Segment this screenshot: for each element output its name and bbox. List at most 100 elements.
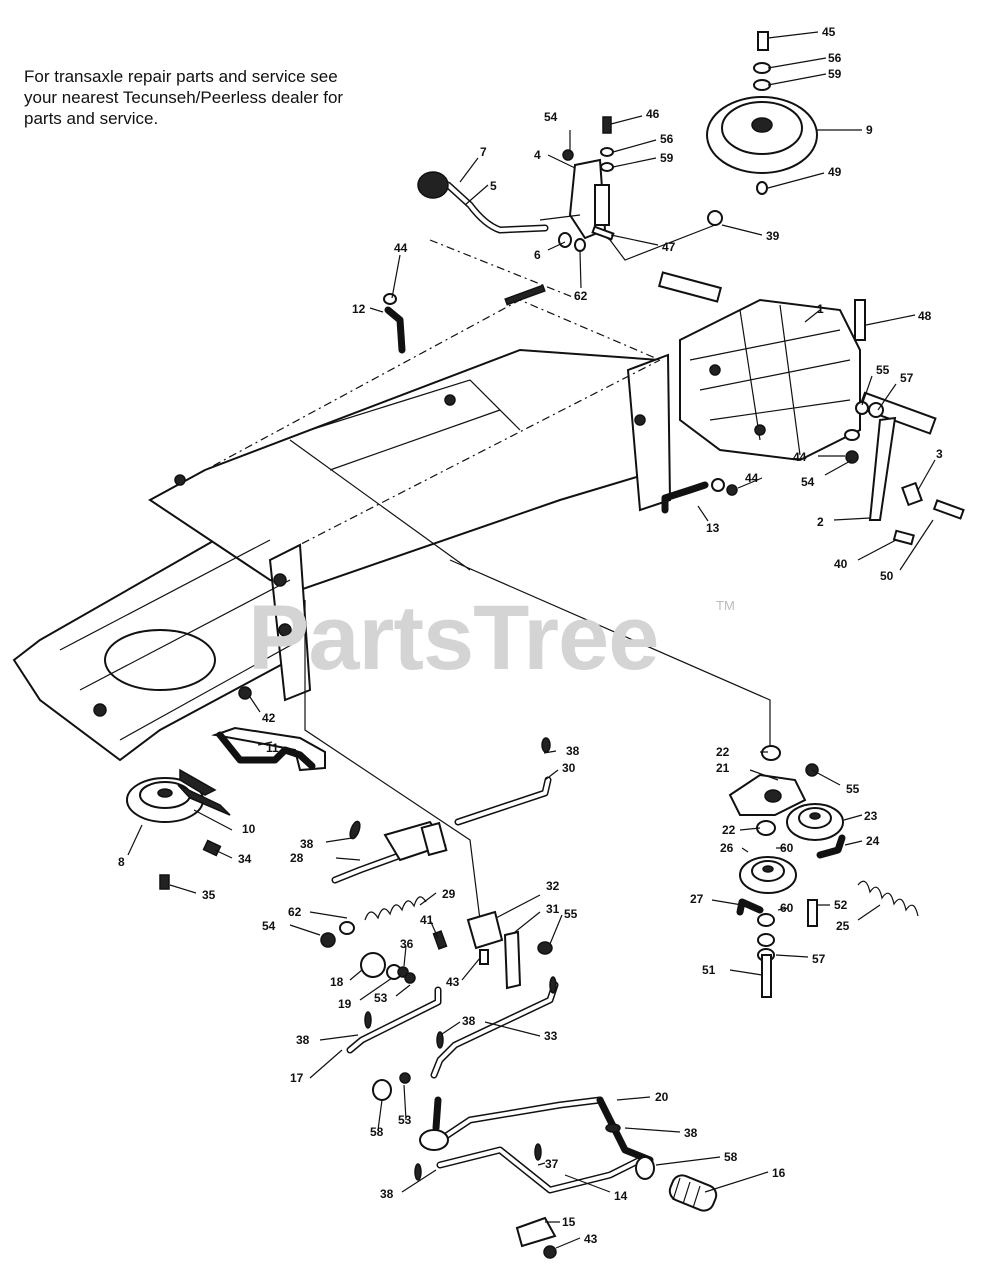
callout-40: 40 — [834, 557, 848, 571]
callout-2: 2 — [817, 515, 824, 529]
callout-6: 6 — [534, 248, 541, 262]
callout-46: 46 — [646, 107, 660, 121]
transaxle — [657, 271, 937, 462]
callout-27: 27 — [690, 892, 704, 906]
callout-44: 44 — [394, 241, 408, 255]
callout-24: 24 — [866, 834, 880, 848]
callout-54: 54 — [801, 475, 815, 489]
callout-56: 56 — [660, 132, 674, 146]
callout-60: 60 — [780, 901, 794, 915]
callout-38: 38 — [566, 744, 580, 758]
callout-58: 58 — [370, 1125, 384, 1139]
callout-52: 52 — [834, 898, 848, 912]
callout-22: 22 — [716, 745, 730, 759]
callout-62: 62 — [574, 289, 588, 303]
callout-38: 38 — [380, 1187, 394, 1201]
callout-28: 28 — [290, 851, 304, 865]
callout-15: 15 — [562, 1215, 576, 1229]
callout-17: 17 — [290, 1071, 304, 1085]
callout-44: 44 — [745, 471, 759, 485]
callout-59: 59 — [660, 151, 674, 165]
callout-12: 12 — [352, 302, 366, 316]
callout-34: 34 — [238, 852, 252, 866]
partstree-watermark: PartsTree — [248, 587, 659, 689]
leader-lines — [127, 31, 936, 1249]
callout-45: 45 — [822, 25, 836, 39]
note-line-2: your nearest Tecunseh/Peerless dealer fo… — [24, 88, 344, 107]
engine-pulley — [126, 768, 231, 890]
shift-linkage — [417, 116, 723, 261]
callout-20: 20 — [655, 1090, 669, 1104]
callout-30: 30 — [562, 761, 576, 775]
callout-55: 55 — [846, 782, 860, 796]
callout-14: 14 — [614, 1189, 628, 1203]
spring-25 — [857, 880, 919, 917]
callout-38: 38 — [684, 1126, 698, 1140]
callout-32: 32 — [546, 879, 560, 893]
callout-16: 16 — [772, 1166, 786, 1180]
callout-22: 22 — [722, 823, 736, 837]
callout-58: 58 — [724, 1150, 738, 1164]
callout-29: 29 — [442, 887, 456, 901]
pivot-bracket — [432, 910, 553, 990]
callout-7: 7 — [480, 145, 487, 159]
callout-48: 48 — [918, 309, 932, 323]
pedal-grip-16 — [668, 1174, 718, 1212]
callout-53: 53 — [398, 1113, 412, 1127]
callout-11: 11 — [266, 741, 279, 755]
pedal-shaft — [372, 1072, 718, 1259]
callout-55: 55 — [564, 907, 578, 921]
callout-41: 41 — [420, 913, 434, 927]
callout-38: 38 — [300, 837, 314, 851]
callout-62: 62 — [288, 905, 302, 919]
callout-23: 23 — [864, 809, 878, 823]
callout-43: 43 — [446, 975, 460, 989]
idler-assembly — [728, 745, 919, 998]
callout-42: 42 — [262, 711, 276, 725]
callout-39: 39 — [766, 229, 780, 243]
callout-labels: 45 56 59 9 49 54 46 56 59 4 7 5 39 6 47 … — [118, 25, 943, 1246]
belt-path-c — [289, 439, 471, 571]
callout-57: 57 — [812, 952, 826, 966]
rod-30 — [454, 737, 552, 826]
belt-path-a — [304, 600, 481, 921]
callout-36: 36 — [400, 937, 414, 951]
callout-26: 26 — [720, 841, 734, 855]
callout-37: 37 — [545, 1157, 559, 1171]
callout-33: 33 — [544, 1029, 558, 1043]
frame — [12, 239, 672, 762]
callout-18: 18 — [330, 975, 344, 989]
callout-8: 8 — [118, 855, 125, 869]
callout-43: 43 — [584, 1232, 598, 1246]
callout-13: 13 — [706, 521, 720, 535]
callout-38: 38 — [296, 1033, 310, 1047]
note-line-3: parts and service. — [24, 109, 159, 128]
callout-49: 49 — [828, 165, 842, 179]
callout-38: 38 — [462, 1014, 476, 1028]
transaxle-pulley — [706, 96, 818, 174]
trademark-mark: TM — [716, 598, 735, 613]
callout-44: 44 — [793, 450, 807, 464]
callout-9: 9 — [866, 123, 873, 137]
callout-35: 35 — [202, 888, 216, 902]
brackets-12-13 — [383, 293, 738, 514]
callout-53: 53 — [374, 991, 388, 1005]
callout-10: 10 — [242, 822, 256, 836]
callout-51: 51 — [702, 963, 716, 977]
note-line-1: For transaxle repair parts and service s… — [24, 67, 338, 86]
callout-57: 57 — [900, 371, 914, 385]
callout-1: 1 — [817, 302, 824, 316]
callout-25: 25 — [836, 919, 850, 933]
callout-5: 5 — [490, 179, 497, 193]
callout-56: 56 — [828, 51, 842, 65]
frame-bracket-11 — [211, 686, 326, 772]
belt-path-b — [449, 559, 771, 745]
callout-54: 54 — [262, 919, 276, 933]
callout-31: 31 — [546, 902, 560, 916]
callout-3: 3 — [936, 447, 943, 461]
transaxle-service-note: For transaxle repair parts and service s… — [24, 66, 424, 129]
callout-21: 21 — [716, 761, 730, 775]
rods-17-33 — [346, 976, 559, 1079]
knob-and-washers — [360, 952, 416, 984]
